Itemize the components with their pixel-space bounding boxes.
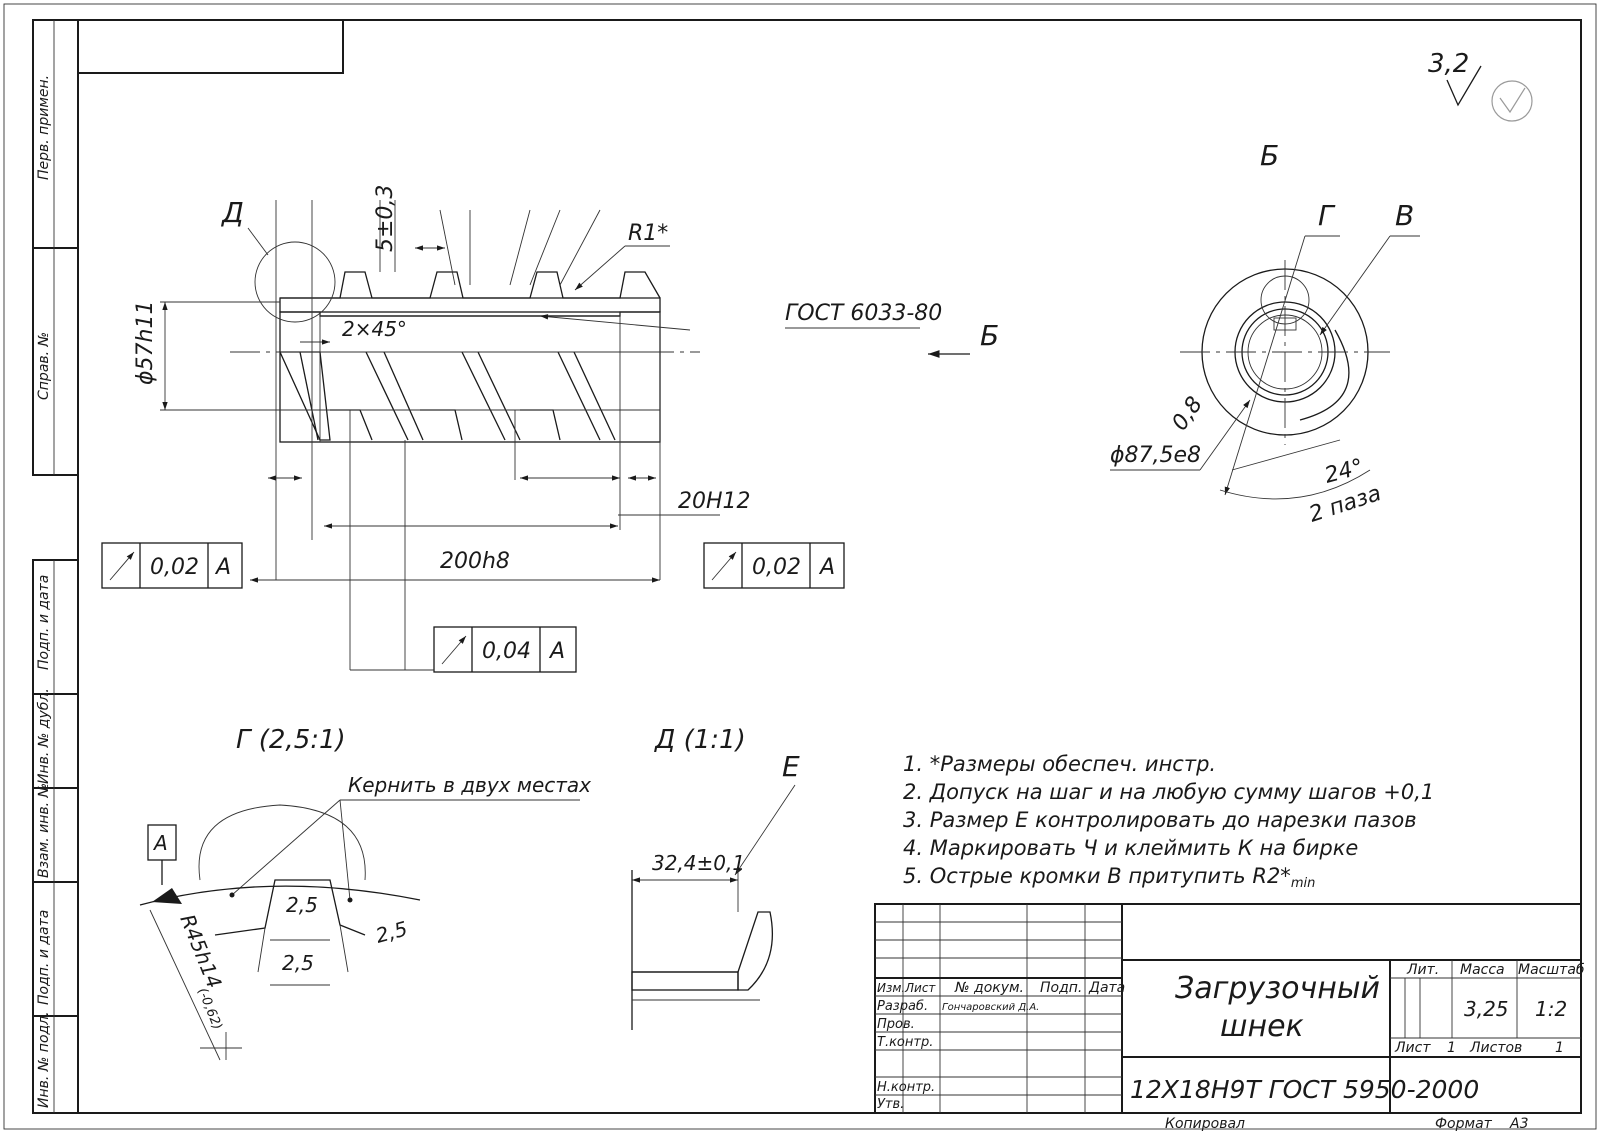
detail-d-dim: 32,4±0,1 bbox=[652, 851, 745, 875]
side-stamp-7: Инв. № подл. bbox=[36, 1011, 52, 1108]
tb-sign-h: Подп. bbox=[1040, 980, 1082, 996]
detail-g-radius: R45h14 bbox=[175, 911, 226, 992]
marker-v: В bbox=[1395, 199, 1414, 232]
technical-notes: 1. *Размеры обеспеч. инстр. 2. Допуск на… bbox=[903, 752, 1434, 891]
tb-sheet-value: 1 bbox=[1447, 1040, 1456, 1056]
tb-list-h: Лист bbox=[904, 981, 936, 995]
detail-g-title: Г (2,5:1) bbox=[236, 725, 346, 755]
detail-g: Г (2,5:1) Кернить в двух местах A 2,5 2,… bbox=[139, 725, 591, 1061]
screw-main-view: Д 5±0,3 R1* 2×45° ϕ57h11 bbox=[133, 185, 999, 670]
tb-format-value: А3 bbox=[1509, 1116, 1528, 1132]
tb-tkontr: Т.контр. bbox=[877, 1035, 933, 1050]
tolerance-frame-right: 0,02 A bbox=[703, 542, 845, 589]
side-stamp-5: Взам. инв. № bbox=[36, 783, 52, 878]
dim-depth: 0,8 bbox=[1167, 392, 1208, 435]
note-1: 1. *Размеры обеспеч. инстр. bbox=[903, 752, 1216, 776]
tol-right-value: 0,02 bbox=[752, 555, 801, 580]
tb-sheets-label: Листов bbox=[1469, 1040, 1522, 1056]
side-stamp-6: Подп. и дата bbox=[36, 910, 52, 1005]
view-arrow-b: Б bbox=[980, 319, 999, 352]
detail-g-radius-tol: (-0,62) bbox=[194, 986, 224, 1032]
tb-mass-value: 3,25 bbox=[1464, 997, 1509, 1021]
tb-sheets-value: 1 bbox=[1555, 1040, 1564, 1056]
tolerance-frame-left: 0,02 A bbox=[101, 542, 243, 589]
side-stamp-1: Перв. примен. bbox=[36, 75, 52, 180]
dim-angle: 24° bbox=[1322, 455, 1366, 489]
tb-razrab-name: Гончаровский Д.А. bbox=[942, 1002, 1039, 1013]
tb-mass-label: Масса bbox=[1460, 962, 1505, 978]
detail-g-dim-c: 2,5 bbox=[373, 916, 410, 947]
dim-diameter: ϕ57h11 bbox=[133, 301, 158, 385]
datum-label: A bbox=[152, 831, 168, 855]
detail-d: Д (1:1) Е 32,4±0,1 bbox=[631, 725, 800, 1030]
tb-part-name-1: Загрузочный bbox=[1175, 971, 1380, 1006]
tb-utv: Утв. bbox=[877, 1097, 904, 1112]
marker-g: Г bbox=[1318, 199, 1336, 232]
tol-left-datum: A bbox=[214, 555, 231, 580]
note-2: 2. Допуск на шаг и на любую сумму шагов … bbox=[903, 780, 1434, 804]
dim-groove: 20H12 bbox=[678, 489, 751, 514]
end-view-b: Б Г В ϕ87,5e8 0,8 24° 2 паза bbox=[1110, 139, 1420, 528]
roughness-value: 3,2 bbox=[1428, 49, 1469, 79]
tb-material: 12Х18Н9Т ГОСТ 5950-2000 bbox=[1130, 1075, 1479, 1104]
tb-sheet-label: Лист bbox=[1394, 1040, 1431, 1056]
tb-scale-label: Масштаб bbox=[1518, 962, 1585, 978]
tb-razrab: Разраб. bbox=[877, 999, 928, 1014]
dim-pitch: 5±0,3 bbox=[373, 185, 398, 252]
side-stamp-3: Подп. и дата bbox=[36, 575, 52, 670]
dim-length: 200h8 bbox=[440, 549, 510, 574]
dim-slots: 2 паза bbox=[1306, 481, 1384, 528]
detail-g-dim-b: 2,5 bbox=[282, 951, 314, 975]
note-4: 4. Маркировать Ч и клеймить К на бирке bbox=[903, 836, 1358, 860]
detail-g-dim-a: 2,5 bbox=[286, 893, 318, 917]
tol-left-value: 0,02 bbox=[150, 555, 199, 580]
tol-center-value: 0,04 bbox=[482, 639, 531, 664]
tb-doc-h: № докум. bbox=[954, 980, 1024, 996]
tb-nkontr: Н.контр. bbox=[877, 1080, 935, 1095]
kernit-note: Кернить в двух местах bbox=[348, 773, 591, 797]
detail-d-marker: Д bbox=[220, 196, 244, 229]
title-block: Изм. Лист № докум. Подп. Дата Разраб. Го… bbox=[874, 903, 1585, 1132]
tolerance-frame-center: 0,04 A bbox=[350, 626, 577, 673]
tb-scale-value: 1:2 bbox=[1535, 997, 1567, 1021]
side-stamp-column: Перв. примен. Справ. № Подп. и дата Инв.… bbox=[32, 19, 79, 1114]
tb-prov: Пров. bbox=[877, 1017, 915, 1032]
marker-e: Е bbox=[782, 750, 800, 783]
dim-chamfer: 2×45° bbox=[342, 317, 407, 341]
dim-outer-diameter: ϕ87,5e8 bbox=[1110, 443, 1201, 468]
detail-d-title: Д (1:1) bbox=[654, 725, 746, 755]
standard-ref: ГОСТ 6033-80 bbox=[785, 301, 942, 326]
tb-date-h: Дата bbox=[1088, 980, 1125, 996]
roughness-symbol: 3,2 bbox=[1428, 49, 1533, 122]
tol-right-datum: A bbox=[818, 555, 835, 580]
dim-radius: R1* bbox=[628, 221, 668, 246]
side-stamp-2: Справ. № bbox=[36, 332, 52, 400]
view-b-title: Б bbox=[1260, 139, 1279, 172]
tb-lit-label: Лит. bbox=[1406, 962, 1439, 978]
tb-izm: Изм. bbox=[877, 981, 905, 995]
note-3: 3. Размер Е контролировать до нарезки па… bbox=[903, 808, 1417, 832]
note-5-subscript: min bbox=[1291, 876, 1316, 891]
tb-format-label: Формат bbox=[1435, 1116, 1493, 1132]
tb-copied: Копировал bbox=[1165, 1116, 1245, 1132]
side-stamp-4: Инв. № дубл. bbox=[36, 688, 52, 784]
tb-part-name-2: шнек bbox=[1220, 1009, 1304, 1044]
note-5: 5. Острые кромки В притупить R2*min bbox=[903, 864, 1315, 891]
tol-center-datum: A bbox=[548, 639, 565, 664]
